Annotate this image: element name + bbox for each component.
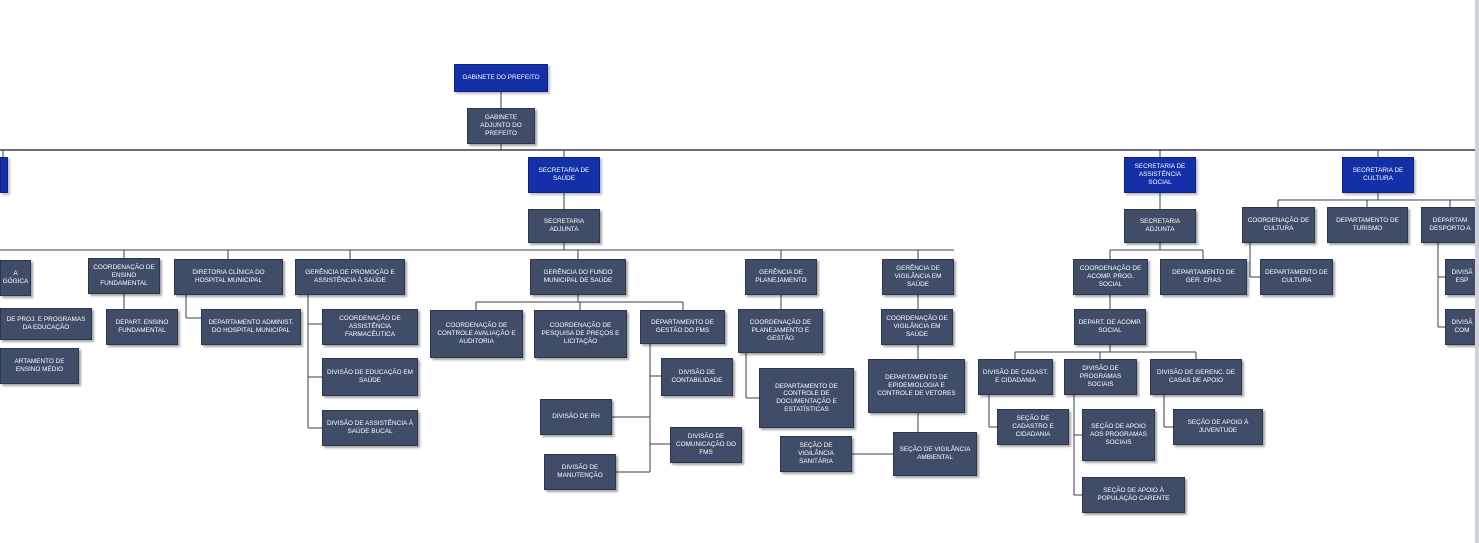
org-box-dep-turismo: DEPARTAMENTO DE TURISMO [1327,207,1408,243]
org-box-gabinete-prefeito: GABINETE DO PREFEITO [454,64,548,92]
org-box-gabinete-adjunto: GABINETE ADJUNTO DO PREFEITO [467,108,535,144]
org-box-sec-apoio-juventude: SEÇÃO DE APOIO À JUVENTUDE [1173,409,1263,445]
org-box-dep-gestao-fms: DEPARTAMENTO DE GESTÃO DO FMS [640,310,725,344]
org-box-coord-ensino-fund: COORDENAÇÃO DE ENSINO FUNDAMENTAL [88,258,160,294]
org-box-div-comunicacao: DIVISÃO DE COMUNICAÇÃO DO FMS [670,427,742,463]
org-box-coord-controle: COORDENAÇÃO DE CONTROLE AVALIAÇÃO E AUDI… [430,310,523,358]
org-box-dep-admin-hospital: DEPARTAMENTO ADMINIST. DO HOSPITAL MUNIC… [201,309,301,345]
org-box-coord-cultura: COORDENAÇÃO DE CULTURA [1242,207,1315,243]
org-box-coord-vigilancia: COORDENAÇÃO DE VIGILÂNCIA EM SAÚDE [881,309,953,345]
org-box-div-educacao-saude: DIVISÃO DE EDUCAÇÃO EM SAÚDE [322,358,418,396]
org-box-dep-documentacao: DEPARTAMENTO DE CONTROLE DE DOCUMENTAÇÃO… [759,368,854,428]
org-box-div-contabilidade: DIVISÃO DE CONTABILIDADE [661,358,733,396]
org-box-coord-pesquisa: COORDENAÇÃO DE PESQUISA DE PREÇOS E LICI… [534,310,627,358]
org-box-dir-clinica: DIRETORIA CLÍNICA DO HOSPITAL MUNICIPAL [174,259,283,295]
org-box-sec-assistencia: SECRETARIA DE ASSISTÊNCIA SOCIAL [1124,157,1196,193]
org-box-div-saude-bucal: DIVISÃO DE ASSISTÊNCIA À SAÚDE BUCAL [322,410,418,446]
org-box-sec-cultura: SECRETARIA DE CULTURA [1342,157,1414,193]
org-box-ger-vigilancia: GERÊNCIA DE VIGILÂNCIA EM SAÚDE [882,259,954,295]
org-box-sec-apoio-programas: SEÇÃO DE APOIO AOS PROGRAMAS SOCIAIS [1082,409,1155,461]
org-box-sec-cadastro: SEÇÃO DE CADASTRO E CIDADANIA [997,409,1069,445]
org-box-depart-ensino-fund: DEPART. ENSINO FUNDAMENTAL [106,309,178,345]
scrollbar-edge [1475,0,1479,543]
org-box-coord-acomp: COORDENAÇÃO DE ACOMP. PROG. SOCIAL [1073,259,1148,295]
org-box-ger-planejamento: GERÊNCIA DE PLANEJAMENTO [745,259,817,295]
org-box-div-manutencao: DIVISÃO DE MANUTENÇÃO [544,454,616,490]
org-box-dep-proj-programas: DE PROJ. E PROGRAMAS DA EDUCAÇÃO [0,308,92,340]
org-box-coord-pedagogica: A GÓGICA [0,260,31,296]
org-box-sec-educacao-partial [0,157,8,193]
org-box-div-com: DIVISÃ COM [1445,309,1479,345]
org-box-coord-farmaceutica: COORDENAÇÃO DE ASSISTÊNCIA FARMACÊUTICA [322,309,418,345]
org-box-dep-desporto: DEPARTAM DESPORTO A [1421,207,1479,243]
org-box-saude-adjunta: SECRETARIA ADJUNTA [528,209,600,243]
org-box-dep-cras: DEPARTAMENTO DE GER. CRAS [1160,259,1247,295]
org-box-sec-vig-ambiental: SEÇÃO DE VIGILÂNCIA AMBIENTAL [893,432,977,476]
org-box-ger-fundo: GERÊNCIA DO FUNDO MUNICIPAL DE SAÚDE [530,259,626,295]
org-box-div-esp: DIVISÃ ESP [1445,259,1479,295]
org-box-assist-adjunta: SECRETARIA ADJUNTA [1124,209,1196,243]
org-box-div-rh: DIVISÃO DE RH [540,399,612,435]
org-box-depart-acomp: DEPART. DE ACOMP. SOCIAL [1074,309,1146,345]
org-box-div-cadastro: DIVISÃO DE CADAST. E CIDADANIA [978,359,1053,395]
org-box-dep-cultura: DEPARTAMENTO DE CULTURA [1260,259,1333,295]
org-box-sec-saude: SECRETARIA DE SAÚDE [528,157,600,193]
org-box-dep-epidemiologia: DEPARTAMENTO DE EPIDEMIOLOGIA E CONTROLE… [868,359,965,413]
org-box-coord-planejamento: COORDENAÇÃO DE PLANEJAMENTO E GESTÃO [738,309,823,353]
org-box-dep-ensino-medio: ARTAMENTO DE ENSINO MÉDIO [0,348,79,384]
org-box-sec-vig-sanitaria: SEÇÃO DE VIGILÂNCIA SANITÁRIA [780,436,852,472]
org-box-sec-apoio-carente: SEÇÃO DE APOIO À POPULAÇÃO CARENTE [1082,477,1185,513]
org-box-ger-promocao: GERÊNCIA DE PROMOÇÃO E ASSISTÊNCIA À SAÚ… [295,259,405,295]
org-box-div-programas: DIVISÃO DE PROGRAMAS SOCIAIS [1064,359,1137,395]
org-box-div-casas-apoio: DIVISÃO DE GERENC. DE CASAS DE APOIO [1150,359,1242,395]
